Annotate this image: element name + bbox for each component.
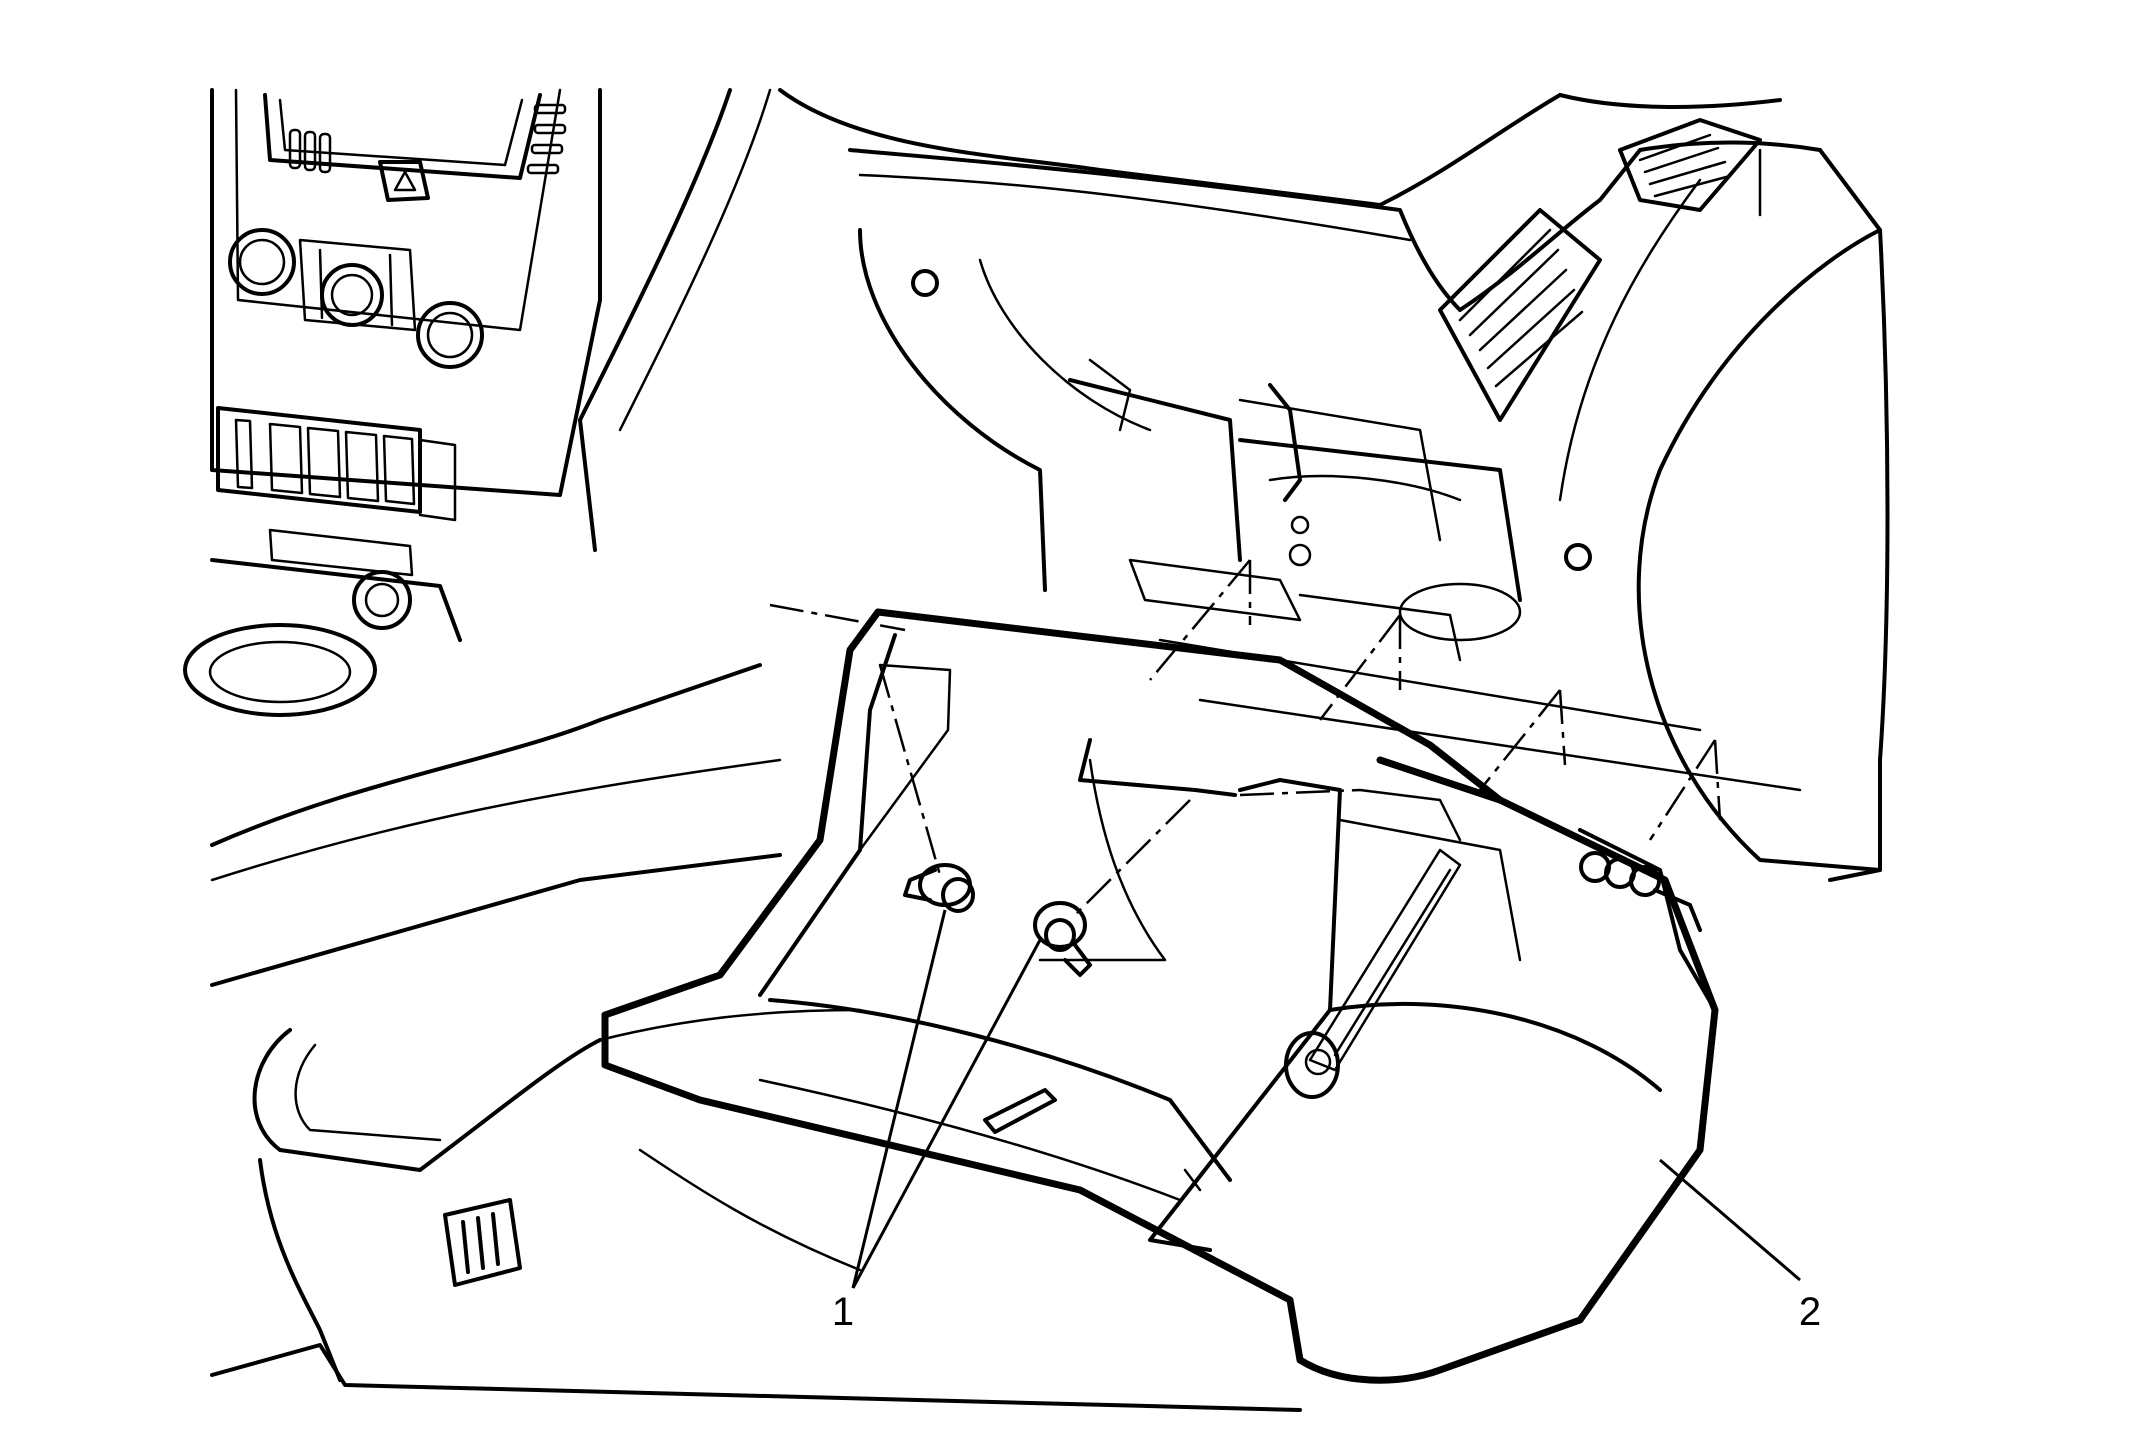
side-air-vent xyxy=(1620,120,1760,210)
dash-screw-right xyxy=(1566,545,1590,569)
center-stack xyxy=(185,90,600,715)
dash-screw-left xyxy=(913,271,937,295)
installation-alignment-lines xyxy=(770,560,1720,915)
callout-leaders xyxy=(853,910,1800,1288)
glove-box-fasteners xyxy=(905,865,1090,975)
hvac-knob-left xyxy=(230,230,294,294)
radio-display xyxy=(265,95,540,178)
lower-knob xyxy=(354,572,410,628)
floor-vent xyxy=(445,1200,520,1285)
damper-strap xyxy=(1310,850,1460,1070)
fastener-right xyxy=(1035,903,1090,975)
callout-1: 1 xyxy=(832,1290,854,1334)
switch-bank xyxy=(218,408,420,512)
end-cap-panel xyxy=(1820,150,1888,880)
console-side-panel xyxy=(212,665,1300,1410)
center-air-vent xyxy=(1440,210,1600,420)
fastener-left xyxy=(905,865,973,911)
hvac-knob-right xyxy=(418,303,482,367)
glove-box-latch-slot xyxy=(985,1090,1055,1132)
callout-2: 2 xyxy=(1799,1290,1821,1334)
glove-box-hinge-pins xyxy=(1581,853,1700,930)
hazard-button xyxy=(380,162,428,200)
cupholder xyxy=(185,625,375,715)
hvac-knob-center xyxy=(322,265,382,325)
damper-pivot xyxy=(1286,1033,1338,1097)
glove-box-assembly xyxy=(605,612,1715,1380)
glove-box-door xyxy=(605,760,1715,1380)
